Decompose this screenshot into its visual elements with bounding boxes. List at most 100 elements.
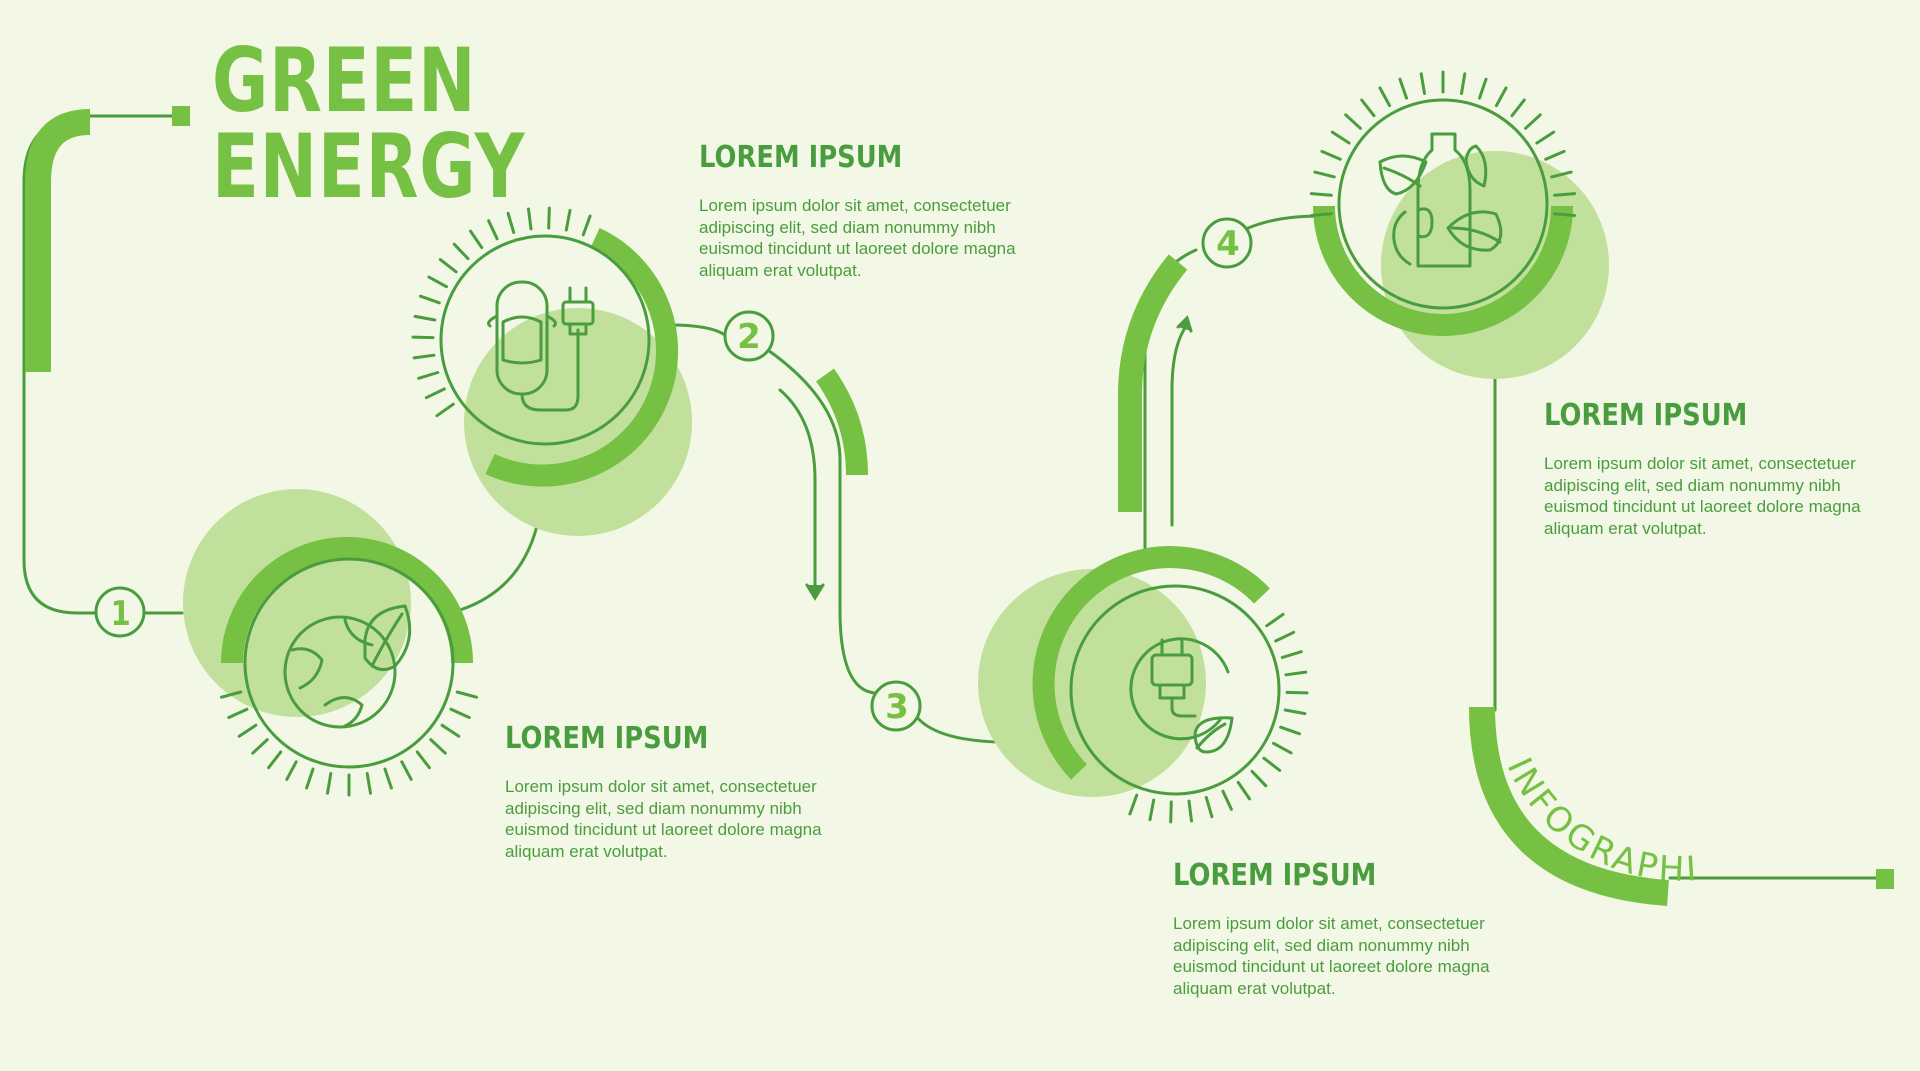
step-3-text-block: LOREM IPSUM Lorem ipsum dolor sit amet, … [1173,859,1553,999]
number-badges [94,217,1253,732]
sunburst-tick [435,402,455,418]
sunburst-tick [424,387,446,400]
step-1-graphic [183,489,478,797]
connector-badge2-to-3 [763,346,877,695]
step-2-text-block: LOREM IPSUM Lorem ipsum dolor sit amet, … [699,141,1079,281]
step-1-blob [183,489,411,717]
step-3-blob [978,569,1206,797]
sunburst-tick [1262,756,1282,772]
step-1-body: Lorem ipsum dolor sit amet, consectetuer… [505,777,822,861]
step-1-text-block: LOREM IPSUM Lorem ipsum dolor sit amet, … [505,722,885,862]
step-1-circle [243,557,455,769]
sunburst-tick [1250,769,1268,788]
sunburst-tick [251,738,269,755]
badge-3-ring [870,680,922,732]
sunburst-tick [413,314,437,322]
sunburst-tick [429,738,447,755]
sunburst-tick [412,353,436,360]
sunburst-tick [527,207,533,231]
sunburst-tick [449,707,471,719]
sunburst-tick [1272,741,1293,755]
sunburst-tick [1310,212,1333,217]
title-line-2: ENERGY [212,115,526,218]
sunburst-tick [1128,793,1139,816]
sunburst-tick [1283,708,1307,716]
connector-badge4-to-4 [1244,214,1322,231]
sunburst-tick [1148,798,1156,822]
step-1-accent-ring [221,537,473,664]
sunburst-tick [1524,113,1542,130]
sunburst-tick [1330,130,1351,145]
step-1-number: 1 [111,595,131,634]
sunburst-tick [564,208,572,232]
step-4-text-block: LOREM IPSUM Lorem ipsum dolor sit amet, … [1544,399,1920,539]
sunburst-tick [1169,800,1173,824]
footer-accent-arc [1469,706,1669,906]
sunburst-tick [506,211,516,234]
step-4-graphic [1309,70,1609,379]
step-3-heading: LOREM IPSUM [1173,858,1377,893]
recycle-bottle-leaves-icon [1378,132,1503,268]
sunburst-tick [1344,113,1362,130]
sunburst-tick [1553,192,1577,197]
sunburst-tick [400,760,413,781]
arrows [778,315,1193,601]
sunburst-tick [1535,130,1556,145]
badge-1-ring [94,586,146,638]
sunburst-tick [1236,780,1251,801]
step-2-body: Lorem ipsum dolor sit amet, consectetuer… [699,196,1016,280]
sunburst-tick [1309,192,1333,197]
title-line-1: GREEN [212,29,477,132]
step-3-body: Lorem ipsum dolor sit amet, consectetuer… [1173,914,1490,998]
sunburst-tick [365,772,372,795]
sunburst-tick [1544,149,1566,161]
sunburst-tick [1221,789,1233,811]
page-title: GREEN ENERGY [212,29,526,218]
sunburst-tick [1280,650,1303,659]
step-2-number: 2 [737,317,761,357]
badge-2-ring [723,310,775,362]
sunburst-tick [1419,72,1426,95]
step-4-circle [1337,98,1549,310]
sunburst-tick [452,242,470,261]
step-3-number: 3 [885,687,909,727]
sunburst-tick [1274,630,1296,643]
sunburst-tick [417,371,440,380]
sunburst-tick [1285,690,1309,695]
step-1-sunburst [220,690,478,797]
sunburst-tick [285,760,298,781]
sunburst-tick [469,229,484,250]
sunburst-tick [415,750,431,770]
down-arrow-head [805,583,825,601]
sunburst-tick [1313,170,1336,179]
step-4-number: 4 [1216,224,1240,264]
step-1-heading: LOREM IPSUM [505,721,709,756]
step-4-heading: LOREM IPSUM [1544,398,1748,433]
step-4-sunburst [1309,70,1577,217]
sunburst-tick [1478,77,1488,100]
sunburst-tick [1398,77,1408,100]
connector-1-to-2 [458,524,539,612]
step-3-accent-ring [1032,546,1270,780]
footer-accent-square [1876,869,1894,889]
sunburst-tick [1553,212,1576,217]
step-2-circle [439,234,651,446]
top-left-accent-square [172,106,190,126]
sunburst-tick [547,206,551,230]
sunburst-tick [220,690,243,699]
down-arrow-line [778,388,817,592]
sunburst-tick [455,690,478,699]
step-2-sunburst [411,206,592,418]
plug-leaf-icon [1129,637,1234,754]
sunburst-tick [1550,170,1573,179]
step-2-graphic [411,206,692,536]
step-2-accent-ring [485,228,679,487]
sunburst-tick [326,772,333,795]
sunburst-tick [1494,86,1508,108]
sunburst-tick [1378,86,1392,108]
middle-accent-arc [815,368,868,476]
sunburst-tick [440,723,461,738]
step-4-accent-ring [1313,205,1573,336]
sunburst-tick [411,335,435,340]
